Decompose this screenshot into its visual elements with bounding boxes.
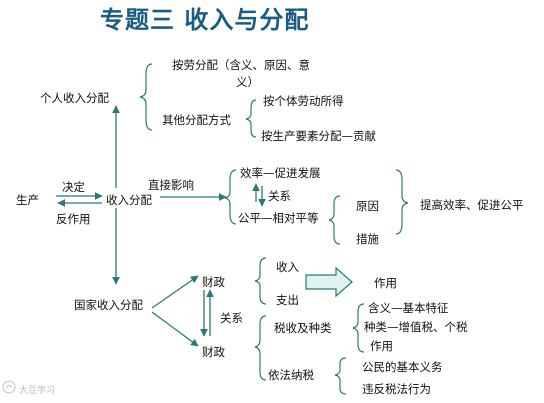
brace-finance-top [254, 257, 267, 305]
label-decides: 决定 [62, 180, 85, 194]
node-finance-1: 财政 [202, 275, 225, 289]
brace-personal [139, 63, 153, 131]
node-expenditure: 支出 [276, 293, 299, 307]
watermark-icon [2, 380, 16, 394]
node-pay-tax-law: 依法纳税 [268, 368, 314, 382]
node-efficiency: 效率—促进发展 [240, 166, 321, 180]
label-relation-1: 关系 [268, 189, 291, 203]
node-factors-contribution: 按生产要素分配—贡献 [261, 129, 376, 143]
label-direct-impact: 直接影响 [148, 178, 194, 192]
node-measures: 措施 [356, 232, 379, 246]
node-fairness: 公平—相对平等 [238, 211, 319, 225]
node-national-income: 国家收入分配 [74, 298, 143, 312]
node-labor-distribution-cont: 义） [236, 75, 259, 89]
brace-other [245, 99, 257, 138]
brace-direct [224, 169, 237, 225]
node-reason: 原因 [356, 199, 379, 213]
node-labor-distribution: 按劳分配（含义、原因、意 [172, 58, 310, 72]
node-income-distribution: 收入分配 [106, 193, 152, 207]
node-tax-meaning: 含义—基本特征 [368, 301, 449, 315]
node-improve-both: 提高效率、促进公平 [420, 198, 524, 212]
watermark-text: 大豆学习 [19, 386, 56, 396]
node-tax-types: 种类—增值税、个税 [364, 320, 468, 334]
brace-finance-bottom [254, 315, 267, 381]
arrow-to-finance-2 [151, 311, 199, 347]
node-revenue: 收入 [276, 260, 299, 274]
node-other-methods: 其他分配方式 [162, 113, 231, 127]
node-production: 生产 [16, 193, 39, 207]
page-title: 专题三 收入与分配 [100, 6, 310, 34]
node-tax-function: 作用 [370, 339, 393, 353]
brace-tax [352, 303, 365, 353]
node-individual-labor: 按个体劳动所得 [263, 94, 344, 108]
node-taxation: 税收及种类 [274, 321, 332, 335]
brace-improve [395, 169, 409, 235]
node-function: 作用 [374, 276, 397, 290]
node-civic-duty: 公民的基本义务 [362, 360, 443, 374]
arrow-to-finance-1 [151, 275, 199, 309]
label-counteracts: 反作用 [56, 212, 91, 226]
label-relation-2: 关系 [220, 311, 243, 325]
node-tax-violation: 违反税法行为 [362, 382, 431, 396]
arrow-revenue-function [305, 266, 353, 298]
node-finance-2: 财政 [202, 345, 225, 359]
brace-law [334, 357, 347, 395]
brace-fairness [328, 195, 341, 245]
node-personal-income: 个人收入分配 [40, 91, 109, 105]
